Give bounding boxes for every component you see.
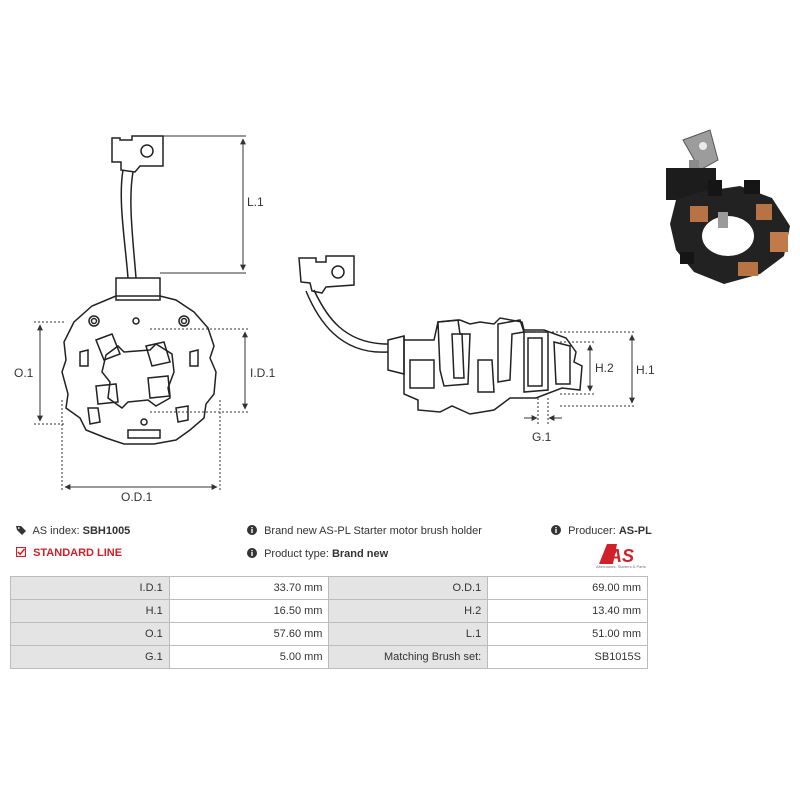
- table-row: G.1 5.00 mm Matching Brush set: SB1015S: [10, 645, 648, 669]
- logo-text: AS: [608, 546, 634, 566]
- side-view: [298, 255, 583, 415]
- front-dimensions: [34, 135, 250, 492]
- as-index-label: AS index:: [32, 525, 80, 537]
- producer-row: Producer: AS-PL: [551, 525, 652, 537]
- dim-label-g1: G.1: [532, 430, 552, 444]
- table-row: H.1 16.50 mm H.2 13.40 mm: [10, 599, 648, 623]
- product-type-label: Product type:: [264, 548, 329, 560]
- info-icon: [247, 548, 257, 558]
- description-row: Brand new AS-PL Starter motor brush hold…: [247, 525, 482, 537]
- spec-value: 57.60 mm: [168, 622, 330, 646]
- spec-value: 13.40 mm: [487, 599, 648, 623]
- description-text: Brand new AS-PL Starter motor brush hold…: [264, 525, 482, 537]
- product-type-row: Product type: Brand new: [247, 548, 388, 560]
- spec-value: 16.50 mm: [168, 599, 330, 623]
- spec-label: O.D.1: [328, 576, 489, 600]
- dim-label-h1: H.1: [636, 363, 655, 377]
- spec-value: 51.00 mm: [487, 622, 648, 646]
- front-view: [61, 135, 217, 445]
- spec-value: 33.70 mm: [168, 576, 330, 600]
- spec-value: 5.00 mm: [168, 645, 330, 669]
- product-type-value: Brand new: [331, 548, 389, 560]
- dim-label-od1: O.D.1: [121, 490, 153, 504]
- dim-label-h2: H.2: [595, 361, 614, 375]
- checkbox-checked-icon: [16, 547, 26, 557]
- spec-value: SB1015S: [487, 645, 648, 669]
- tag-icon: [16, 526, 26, 535]
- spec-label: H.1: [10, 599, 170, 623]
- product-photo: [666, 129, 790, 284]
- spec-label: L.1: [328, 622, 489, 646]
- spec-label: H.2: [328, 599, 489, 623]
- logo-tagline: Alternators, Starters & Parts: [596, 564, 646, 569]
- spec-label: G.1: [10, 645, 170, 669]
- spec-label: O.1: [10, 622, 170, 646]
- info-icon: [247, 525, 257, 535]
- producer-label: Producer:: [568, 525, 616, 537]
- standard-line-label: STANDARD LINE: [33, 547, 123, 559]
- specs-table: I.D.1 33.70 mm O.D.1 69.00 mm H.1 16.50 …: [10, 576, 648, 669]
- table-row: I.D.1 33.70 mm O.D.1 69.00 mm: [10, 576, 648, 600]
- info-icon: [551, 525, 561, 535]
- dim-label-l1: L.1: [247, 195, 264, 209]
- spec-value: 69.00 mm: [487, 576, 648, 600]
- as-logo: AS: [599, 544, 634, 566]
- as-index-row: AS index: SBH1005: [16, 525, 130, 537]
- table-row: O.1 57.60 mm L.1 51.00 mm: [10, 622, 648, 646]
- spec-label: I.D.1: [10, 576, 170, 600]
- dim-label-id1: I.D.1: [250, 366, 276, 380]
- side-dimensions: [524, 331, 636, 426]
- spec-label: Matching Brush set:: [328, 645, 489, 669]
- technical-drawing: L.1 O.1 I.D.1 O.D.1 H.1 H.2 G.1: [14, 129, 790, 504]
- as-index-value: SBH1005: [82, 525, 131, 537]
- line-row: STANDARD LINE: [16, 547, 122, 559]
- dim-label-o1: O.1: [14, 366, 34, 380]
- producer-value: AS-PL: [618, 525, 652, 537]
